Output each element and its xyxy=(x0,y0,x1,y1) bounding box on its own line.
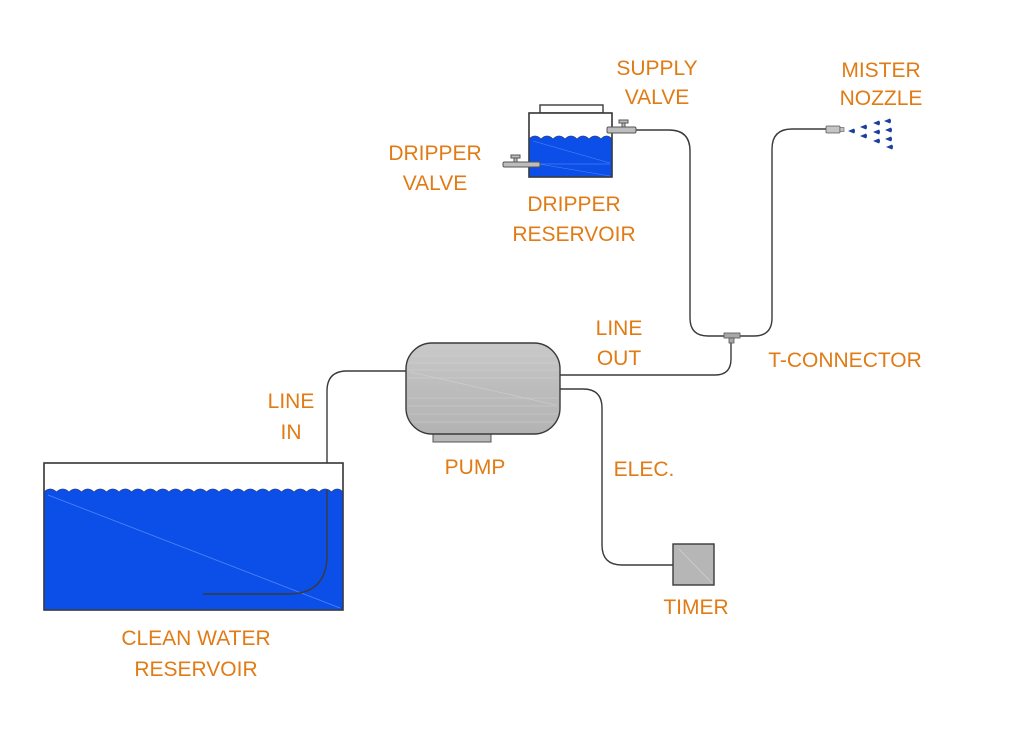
mist-droplet xyxy=(884,118,891,124)
pump-label: PUMP xyxy=(445,456,506,479)
t-connector xyxy=(723,332,741,344)
mist-droplet xyxy=(860,124,867,130)
dripper-reservoir-label-line2: RESERVOIR xyxy=(512,223,635,246)
mister-nozzle-label-line1: MISTER xyxy=(841,59,920,82)
line-out-pipe xyxy=(560,341,732,376)
mister-nozzle-label-line2: NOZZLE xyxy=(840,87,923,110)
dripper-reservoir-water xyxy=(528,135,613,178)
pump xyxy=(405,342,561,443)
line-in-pipe-submerged xyxy=(203,490,328,595)
line-in-label-line2: IN xyxy=(281,421,302,444)
mist-droplet xyxy=(886,144,893,150)
supply-valve-label-line2: VALVE xyxy=(625,86,690,109)
clean-water-reservoir-label-line2: RESERVOIR xyxy=(134,658,257,681)
dripper-valve-label-line1: DRIPPER xyxy=(388,142,481,165)
mist-spray xyxy=(848,118,893,150)
dripper-valve xyxy=(502,154,541,168)
clean-reservoir-water xyxy=(43,488,344,611)
mister-nozzle xyxy=(825,118,893,150)
dripper-reservoir-lid xyxy=(539,104,604,114)
mist-droplet xyxy=(848,128,855,134)
dripper-reservoir xyxy=(528,104,613,178)
line-out-label-line1: LINE xyxy=(596,317,643,340)
mist-droplet xyxy=(860,133,867,139)
mist-droplet xyxy=(873,120,880,126)
supply-line-pipe xyxy=(636,128,826,337)
dripper-reservoir-label-line1: DRIPPER xyxy=(527,193,620,216)
mist-droplet xyxy=(885,136,892,142)
mist-droplet xyxy=(873,138,880,144)
mist-droplet xyxy=(873,129,880,135)
mist-droplet xyxy=(885,127,892,133)
electrical-cable xyxy=(560,388,673,566)
clean-water-reservoir-label-line1: CLEAN WATER xyxy=(121,627,270,650)
timer-label: TIMER xyxy=(663,596,728,619)
line-in-label-line1: LINE xyxy=(268,390,315,413)
clean-water-reservoir xyxy=(43,462,344,611)
timer xyxy=(672,543,715,586)
t-connector-label: T-CONNECTOR xyxy=(768,349,922,372)
supply-valve xyxy=(606,119,637,134)
line-out-label-line2: OUT xyxy=(597,347,642,370)
dripper-valve-label-line2: VALVE xyxy=(403,172,468,195)
elec-label: ELEC. xyxy=(614,458,675,481)
supply-valve-label-line1: SUPPLY xyxy=(616,57,697,80)
